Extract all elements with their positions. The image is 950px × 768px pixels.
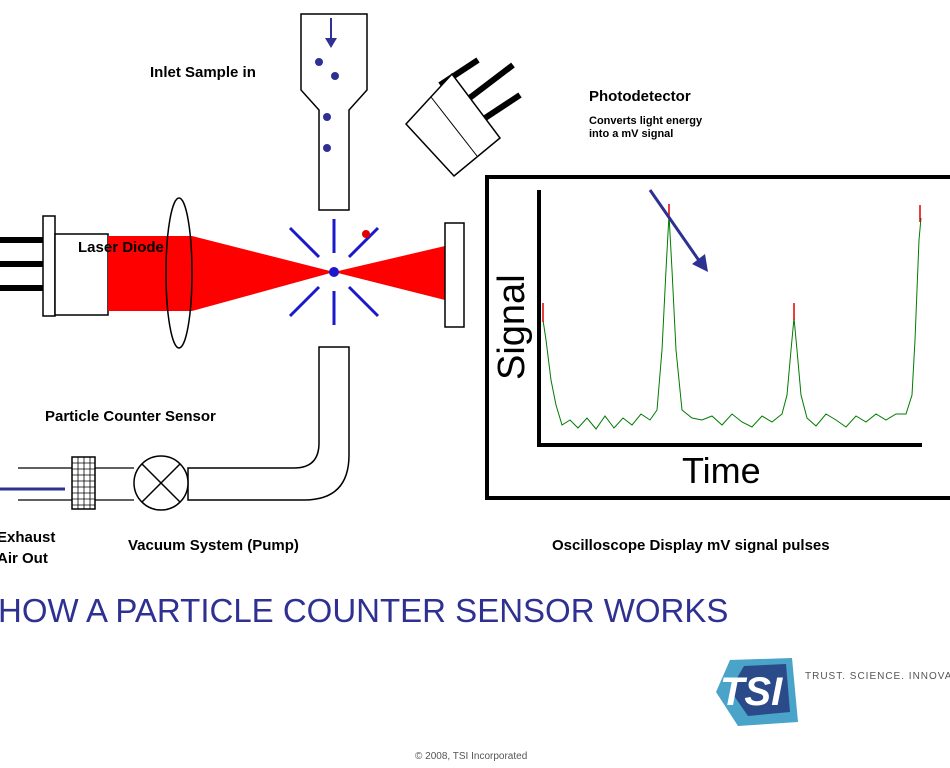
label-photodetector-desc-1: Converts light energy [589,115,703,127]
axis-time-label: Time [682,450,761,491]
label-laser-diode: Laser Diode [78,239,164,256]
tsi-tagline: TRUST. SCIENCE. INNOVATIO [805,671,950,682]
label-photodetector: Photodetector [589,88,691,105]
label-photodetector-desc-2: into a mV signal [589,128,674,140]
axis-signal-label: Signal [491,274,533,380]
beam-stop [444,222,465,328]
label-vacuum-system: Vacuum System (Pump) [128,537,299,554]
pointer-arrow [648,189,708,272]
exhaust-filter [71,456,96,510]
copyright: © 2008, TSI Incorporated [415,751,528,762]
oscilloscope-display: Signal Time [485,175,950,500]
particle [329,267,339,277]
label-exhaust: Exhaust [0,529,56,546]
label-air-out: Air Out [0,550,48,567]
red-particle [362,230,370,238]
label-inlet: Inlet Sample in [150,64,256,81]
laser-diode [0,215,109,317]
exhaust-pipe [0,467,134,501]
laser-beam [108,236,445,311]
label-particle-counter-sensor: Particle Counter Sensor [45,408,216,425]
signal-trace [542,214,922,430]
inlet-nozzle [300,13,368,211]
tsi-logo-text: TSI [720,670,783,714]
outlet-tube [187,346,350,501]
vacuum-pump [133,455,189,511]
focusing-lens [165,197,193,349]
label-oscilloscope: Oscilloscope Display mV signal pulses [552,537,830,554]
light-scatter [288,219,380,325]
photodetector [404,57,522,178]
page-title: HOW A PARTICLE COUNTER SENSOR WORKS [0,592,729,629]
tsi-logo: TSI [716,658,798,726]
